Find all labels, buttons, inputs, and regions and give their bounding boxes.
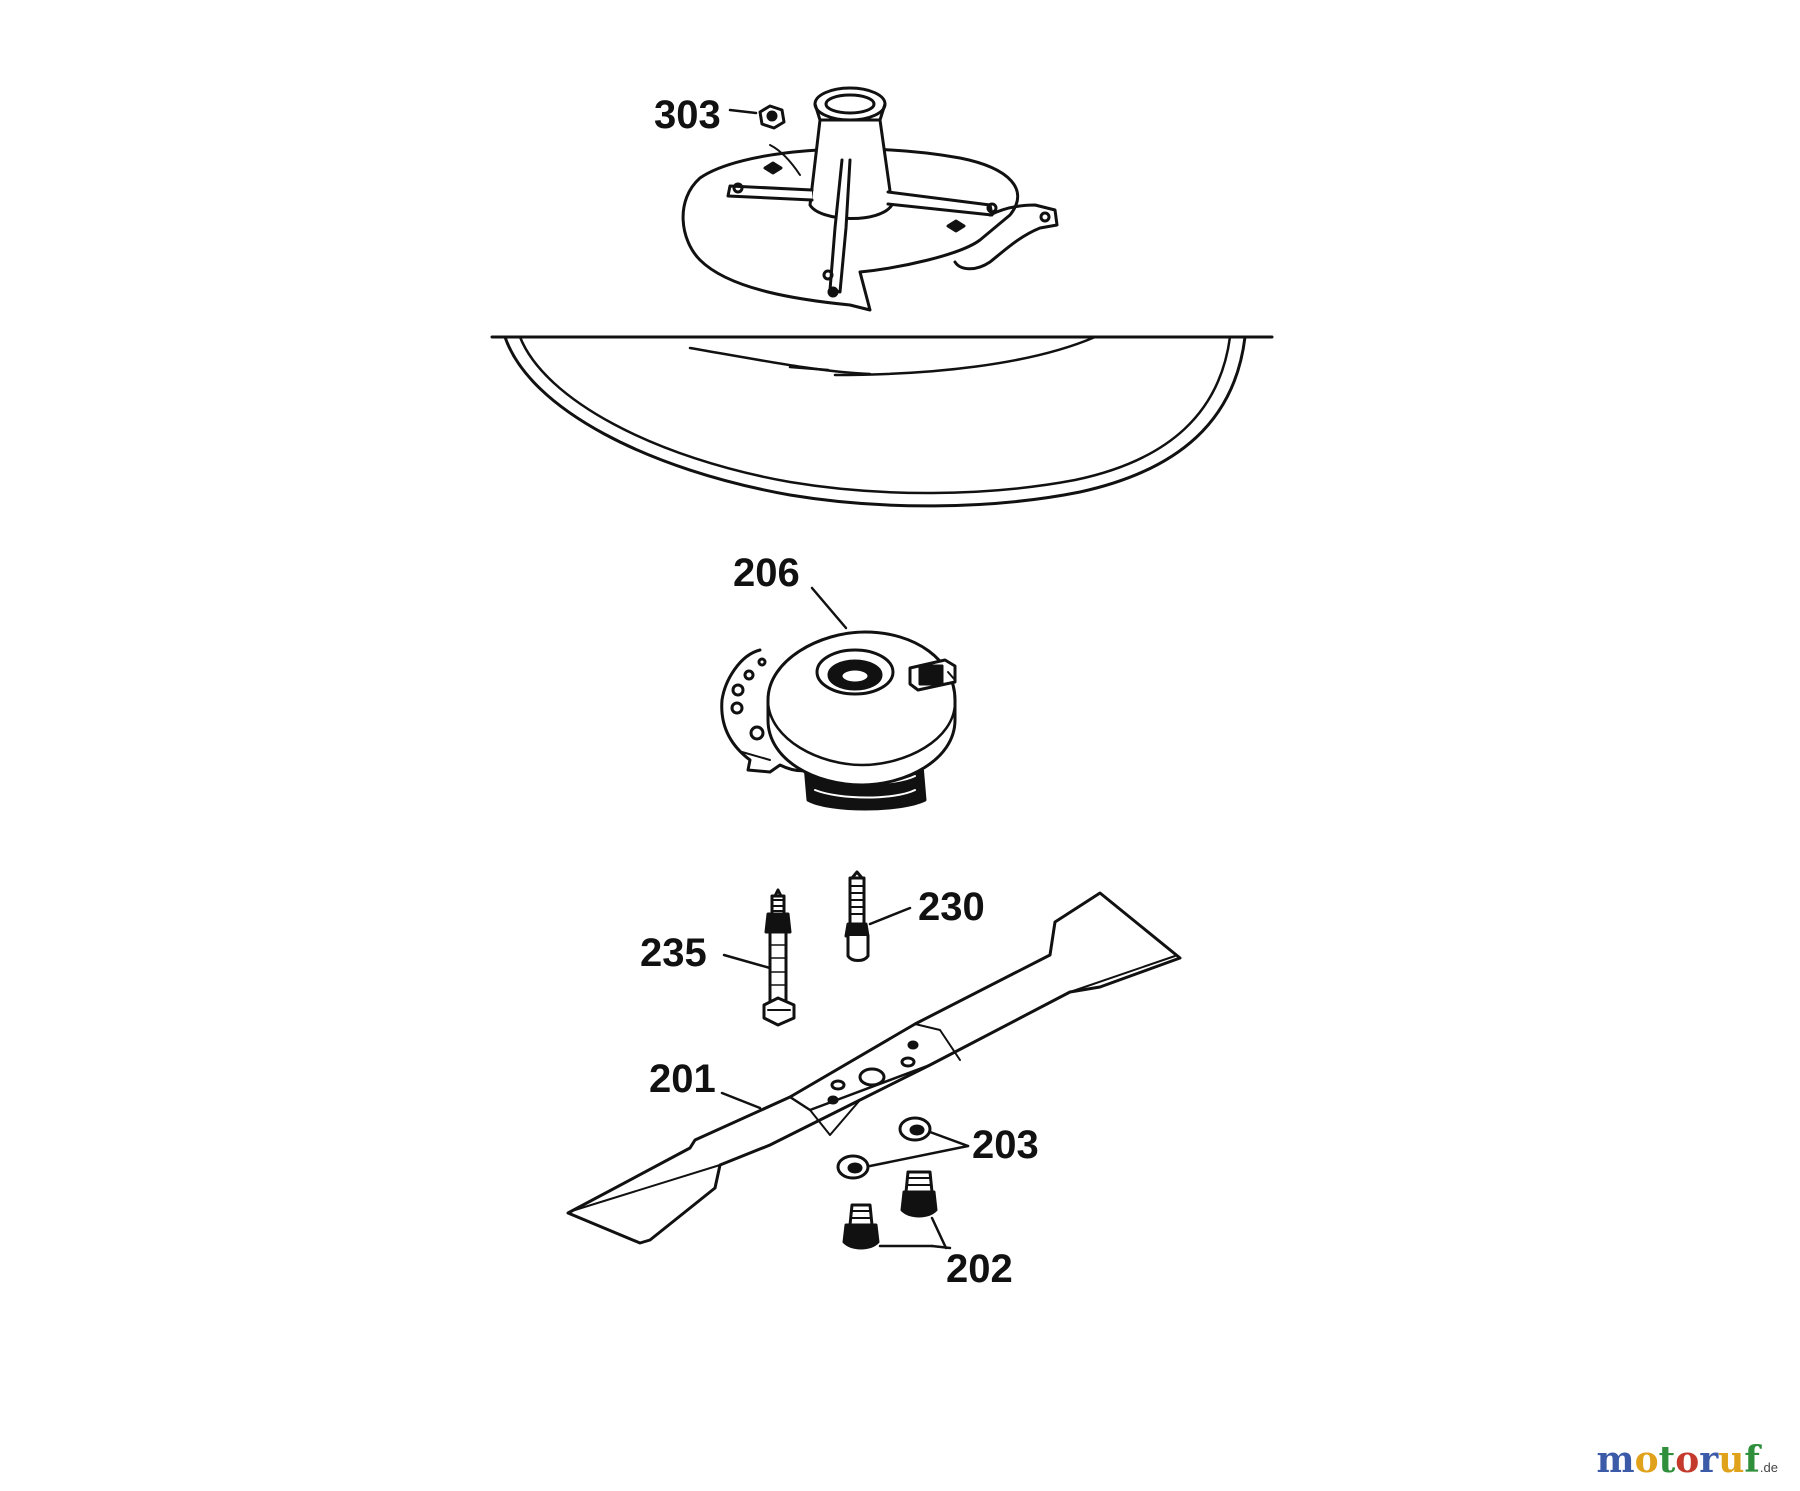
label-235: 235 bbox=[640, 931, 707, 975]
logo-letter: u bbox=[1718, 1439, 1745, 1481]
label-230: 230 bbox=[918, 885, 985, 929]
logo-tld: .de bbox=[1759, 1460, 1778, 1475]
logo-letter: o bbox=[1675, 1439, 1700, 1481]
part-303-hub-plate bbox=[681, 86, 1059, 312]
logo-letter: m bbox=[1596, 1439, 1635, 1481]
logo-letter: o bbox=[1634, 1439, 1659, 1481]
part-202-bolts bbox=[842, 1170, 938, 1250]
part-201-blade bbox=[566, 891, 1182, 1245]
part-203-washers bbox=[836, 1116, 932, 1180]
logo-text: motoruf bbox=[1597, 1439, 1760, 1481]
label-202: 202 bbox=[946, 1247, 1013, 1291]
logo-letter: f bbox=[1744, 1439, 1760, 1481]
nut-303-icon bbox=[758, 104, 786, 130]
logo-letter: t bbox=[1658, 1439, 1676, 1481]
motoruf-logo: motoruf.de bbox=[1597, 1439, 1779, 1481]
logo-letter: r bbox=[1699, 1439, 1719, 1481]
label-206: 206 bbox=[733, 551, 800, 595]
label-201: 201 bbox=[649, 1057, 716, 1101]
part-235-long-bolt bbox=[762, 888, 796, 1027]
label-203: 203 bbox=[972, 1123, 1039, 1167]
label-303: 303 bbox=[654, 93, 721, 137]
part-206-clutch bbox=[720, 630, 957, 811]
mower-deck-outline bbox=[490, 335, 1274, 508]
part-230-bolt bbox=[844, 870, 870, 962]
